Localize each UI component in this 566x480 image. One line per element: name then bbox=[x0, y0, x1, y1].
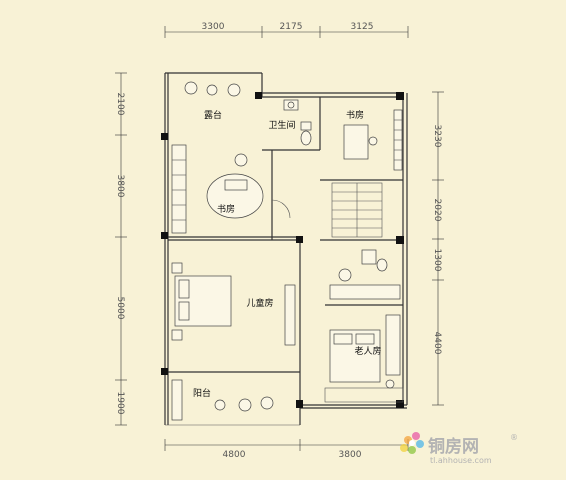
dim-bottom-2: 3800 bbox=[339, 450, 362, 460]
watermark: 铜房网 ® tl.ahhouse.com bbox=[400, 432, 518, 465]
walls bbox=[164, 72, 408, 426]
dim-right-3: 1300 bbox=[432, 249, 442, 272]
service-area-fixtures bbox=[329, 249, 401, 300]
dim-top-3: 3125 bbox=[351, 22, 374, 32]
dim-left-2: 3800 bbox=[115, 175, 125, 198]
right-dimension-line: 3230 2020 1300 4400 bbox=[432, 91, 444, 406]
terrace-furniture bbox=[184, 81, 241, 97]
room-label-bathroom: 卫生间 bbox=[268, 119, 295, 131]
dim-left-3: 5000 bbox=[115, 297, 125, 320]
stairs bbox=[331, 182, 383, 238]
watermark-registered: ® bbox=[510, 433, 518, 442]
watermark-url: tl.ahhouse.com bbox=[430, 456, 492, 465]
balcony-furniture bbox=[171, 379, 274, 421]
pillars bbox=[161, 92, 404, 408]
dim-top-2: 2175 bbox=[280, 22, 303, 32]
watermark-brand: 铜房网 bbox=[428, 436, 479, 457]
dim-left-4: 1900 bbox=[115, 392, 125, 415]
room-label-terrace: 露台 bbox=[204, 109, 222, 121]
study-right-furniture bbox=[343, 109, 403, 171]
left-dimension-line: 2100 3800 5000 1900 bbox=[115, 72, 127, 426]
dim-right-4: 4400 bbox=[432, 332, 442, 355]
study-center-furniture bbox=[171, 144, 291, 234]
bathroom-fixtures bbox=[283, 99, 312, 146]
elder-room-furniture bbox=[324, 314, 404, 403]
room-label-kids-room: 儿童房 bbox=[246, 297, 273, 309]
kids-room-furniture bbox=[171, 262, 296, 346]
dim-top-1: 3300 bbox=[202, 22, 225, 32]
room-label-balcony: 阳台 bbox=[193, 387, 211, 399]
dim-bottom-1: 4800 bbox=[223, 450, 246, 460]
top-dimension-line: 3300 2175 3125 bbox=[164, 22, 409, 38]
room-label-study-right: 书房 bbox=[346, 109, 364, 121]
bottom-dimension-line: 4800 3800 bbox=[164, 439, 409, 460]
room-label-study-center: 书房 bbox=[217, 203, 235, 215]
dim-right-1: 3230 bbox=[432, 125, 442, 148]
room-label-elder-room: 老人房 bbox=[354, 345, 381, 357]
watermark-flower-logo bbox=[400, 432, 424, 454]
dim-right-2: 2020 bbox=[432, 199, 442, 222]
dim-left-1: 2100 bbox=[115, 93, 125, 116]
